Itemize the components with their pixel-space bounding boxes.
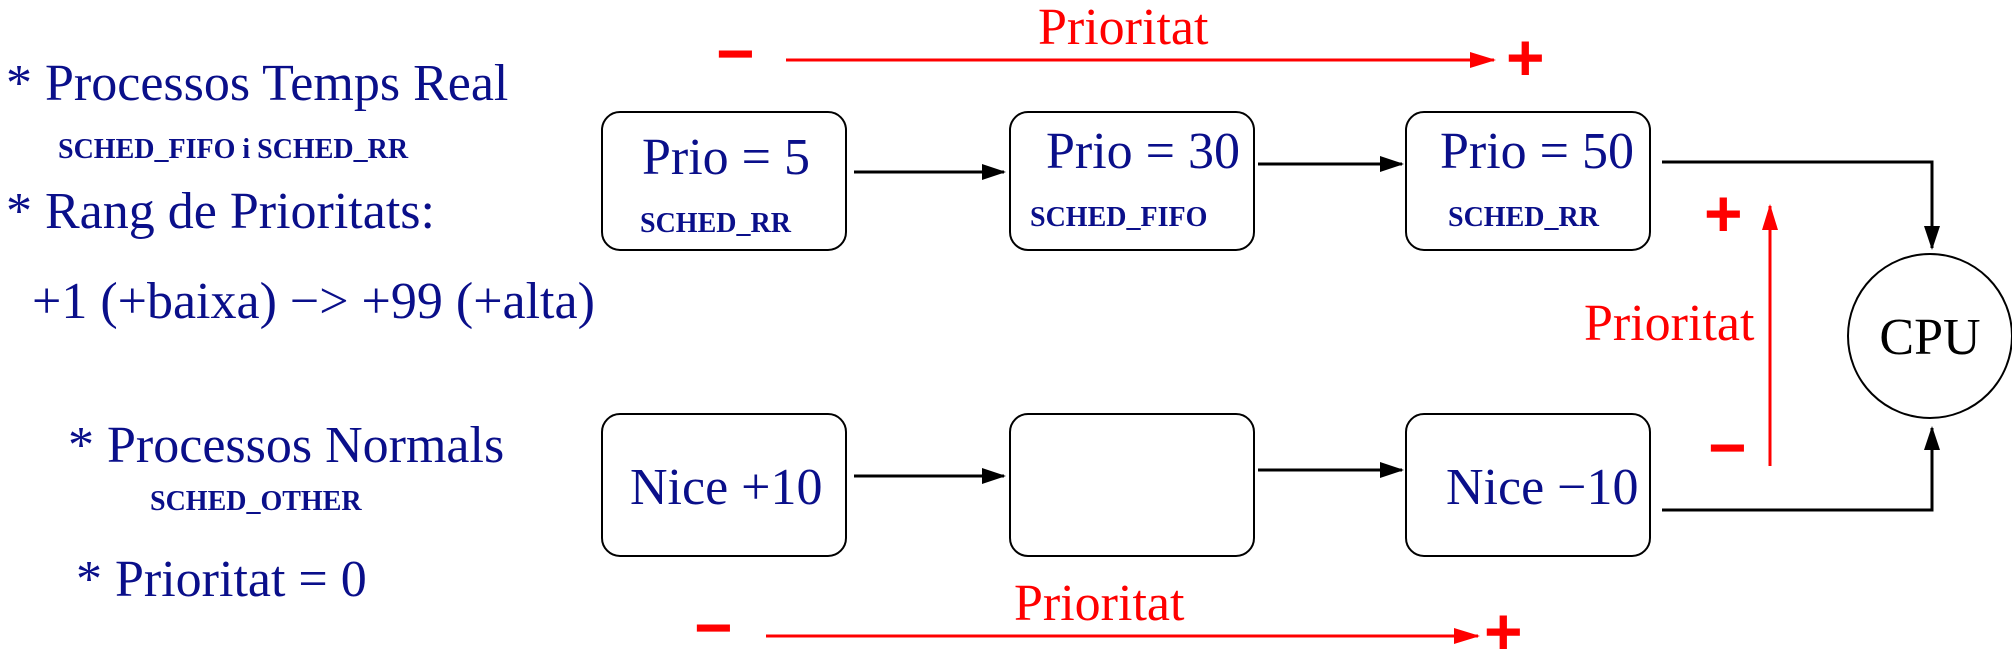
cpu-node: CPU xyxy=(1847,253,2012,419)
normal-policy-label: SCHED_OTHER xyxy=(150,486,362,517)
normal-process-box-2 xyxy=(1009,413,1255,557)
rt-processes-title: * Processos Temps Real xyxy=(6,55,508,112)
top-plus-sign: + xyxy=(1506,20,1545,94)
rt-process-1-policy: SCHED_RR xyxy=(640,208,792,239)
top-minus-sign: − xyxy=(716,16,755,90)
cpu-label: CPU xyxy=(1879,309,1980,366)
rt-process-box-1: Prio = 5 SCHED_RR xyxy=(601,111,847,251)
vertical-priority-label: Prioritat xyxy=(1584,295,1755,352)
top-priority-label: Prioritat xyxy=(1038,0,1209,56)
rt-to-cpu-arrow xyxy=(1662,160,1940,250)
rt-process-1-prio: Prio = 5 xyxy=(642,129,810,186)
normal-process-3-nice: Nice −10 xyxy=(1446,459,1639,516)
normal-to-cpu-arrow xyxy=(1662,426,1940,512)
normal-priority-label: * Prioritat = 0 xyxy=(76,551,367,608)
rt-process-3-policy: SCHED_RR xyxy=(1448,202,1600,233)
priority-range-title: * Rang de Prioritats: xyxy=(6,183,435,240)
normal-process-box-3: Nice −10 xyxy=(1405,413,1651,557)
normal-processes-title: * Processos Normals xyxy=(68,417,504,474)
priority-range-values: +1 (+baixa) −> +99 (+alta) xyxy=(32,273,595,330)
rt-process-box-2: Prio = 30 SCHED_FIFO xyxy=(1009,111,1255,251)
rt-process-2-prio: Prio = 30 xyxy=(1046,123,1240,180)
rt-process-box-3: Prio = 50 SCHED_RR xyxy=(1405,111,1651,251)
rt-process-2-policy: SCHED_FIFO xyxy=(1030,202,1207,233)
normal-process-1-nice: Nice +10 xyxy=(630,459,823,516)
normal-process-box-1: Nice +10 xyxy=(601,413,847,557)
vertical-plus-sign: + xyxy=(1704,176,1743,250)
vertical-minus-sign: − xyxy=(1708,410,1747,484)
rt-process-3-prio: Prio = 50 xyxy=(1440,123,1634,180)
bottom-plus-sign: + xyxy=(1484,594,1523,656)
rt-policies-label: SCHED_FIFO i SCHED_RR xyxy=(58,134,409,165)
bottom-minus-sign: − xyxy=(694,590,733,656)
bottom-priority-label: Prioritat xyxy=(1014,575,1185,632)
